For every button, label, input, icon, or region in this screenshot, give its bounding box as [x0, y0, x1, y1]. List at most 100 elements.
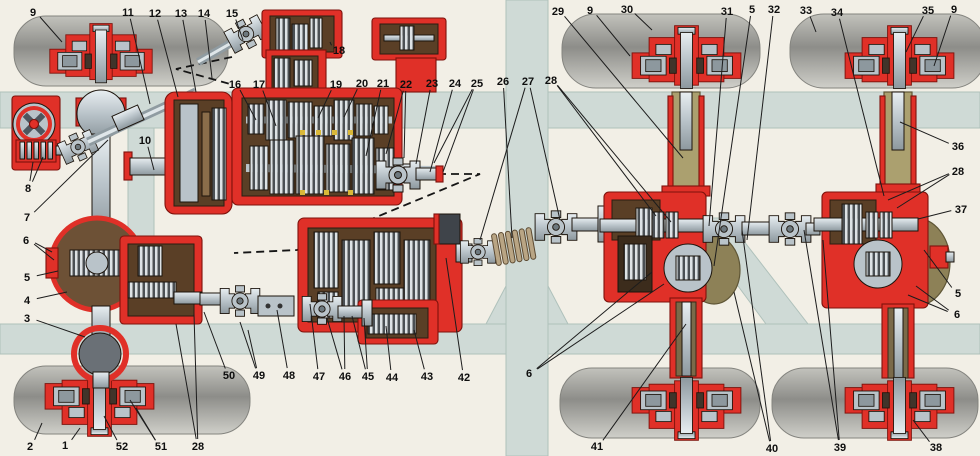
callout-33-25: 33: [800, 5, 812, 17]
callout-leader-34-26: [839, 18, 885, 197]
halfshaft-middle-top: [679, 91, 693, 151]
callout-35-27: 35: [922, 5, 934, 17]
callout-leader-8-34: [31, 156, 44, 182]
callout-leader-50-46: [203, 311, 226, 369]
callout-leader-21-11: [365, 89, 382, 157]
middle-axle-bearing-1: [651, 211, 665, 239]
callout-leader-28-18: [557, 84, 672, 223]
transfer-case: [297, 213, 473, 345]
callout-20-10: 20: [356, 78, 368, 90]
parking-brake-flange: [433, 213, 440, 245]
callout-leader-6-36: [33, 243, 55, 261]
callout-leader-10-40: [147, 146, 155, 171]
callout-5-32: 5: [955, 288, 961, 300]
inter-axle-shaft: [741, 221, 773, 236]
callout-leader-2-41: [34, 422, 43, 441]
callout-leader-20-10: [343, 88, 358, 118]
rear-axle-diff-gears: [865, 251, 891, 277]
axle-stub-front-bottom: [92, 371, 110, 389]
callout-48-48: 48: [283, 370, 295, 382]
front-drive-output-shaft: [173, 291, 203, 305]
parking-brake-drum: [435, 213, 461, 245]
flywheel: [179, 103, 199, 203]
u-joint-inter-axle-2: [768, 212, 812, 246]
front-driveshaft: [199, 285, 373, 327]
slip-joint-hole-2: [277, 303, 283, 309]
callout-27-17: 27: [522, 76, 534, 88]
callout-leader-49-47: [239, 321, 257, 369]
callout-21-11: 21: [377, 78, 389, 90]
callout-leader-6-55: [537, 283, 665, 370]
callout-17-8: 17: [253, 79, 265, 91]
callout-leader-8-34: [29, 161, 34, 182]
callout-leader-35-27: [905, 15, 924, 53]
callout-52-43: 52: [116, 441, 128, 453]
callout-16-7: 16: [229, 79, 241, 91]
callout-9-20: 9: [587, 5, 593, 17]
axle-tube-middle-top-edge-r: [698, 95, 705, 193]
callout-leader-23-13: [415, 89, 431, 165]
rear-axle-bearing-2: [879, 211, 893, 239]
callout-leader-4-38: [36, 291, 68, 300]
callout-leader-30-21: [634, 13, 653, 31]
dashed-guides: [175, 56, 481, 254]
u-joint-middle-axle-input: [534, 210, 578, 244]
callout-leader-19-9: [317, 89, 332, 119]
callout-leader-42-54: [445, 257, 463, 371]
callout-leader-43-53: [413, 329, 425, 370]
callout-23-13: 23: [426, 78, 438, 90]
rear-axle-input-gear: [841, 203, 863, 245]
callout-leader-44-52: [385, 325, 392, 371]
propshaft-axis-dashed-line: [233, 173, 481, 254]
callout-leader-29-19: [564, 15, 684, 159]
callout-leader-28-30: [887, 173, 949, 201]
clutch-housing: [164, 91, 233, 215]
callout-15-5: 15: [226, 8, 238, 20]
halfshaft-rear-bottom: [893, 307, 904, 379]
winch-shaft-slip-joint: [111, 104, 145, 132]
callout-leader-41-56: [602, 323, 687, 441]
front-driveshaft-flange: [361, 299, 373, 327]
front-driveshaft-shaft: [337, 305, 365, 319]
callout-18-6: 18: [333, 45, 345, 57]
callout-leader-18-6: [329, 41, 332, 46]
callout-leader-9-0: [39, 16, 63, 43]
callout-leader-5-37: [36, 270, 59, 277]
middle-axle-vertical-gear: [623, 243, 647, 281]
callout-19-9: 19: [330, 79, 342, 91]
callout-leader-46-50: [326, 317, 343, 370]
flexible-coupling-boot: [491, 227, 537, 266]
callout-5-37: 5: [24, 272, 30, 284]
callout-leader-32-24: [746, 15, 774, 241]
callout-7-35: 7: [24, 212, 30, 224]
front-drive-worm: [137, 245, 163, 277]
callout-leader-6-33: [915, 285, 949, 311]
callout-leader-45-51: [351, 315, 366, 370]
slip-joint: [257, 295, 295, 317]
callout-leader-24-14: [429, 89, 453, 173]
callout-leader-52-43: [103, 415, 118, 441]
callout-41-56: 41: [591, 441, 603, 453]
callout-leader-27-17: [479, 87, 526, 241]
callout-leader-6-33: [907, 294, 948, 312]
callout-40-57: 40: [766, 443, 778, 455]
front-drive-gear: [127, 281, 177, 299]
callout-1-42: 1: [62, 440, 68, 452]
callout-leader-9-20: [596, 14, 631, 57]
winch-shaft-dashed-arrow: [175, 56, 233, 85]
callout-10-40: 10: [139, 135, 151, 147]
callout-28-18: 28: [545, 75, 557, 87]
callout-leader-28-45: [193, 313, 199, 440]
callout-leader-51-44: [135, 407, 156, 441]
slip-joint-hole-1: [265, 303, 271, 309]
axle-tube-rear-top-edge-l: [879, 95, 886, 193]
shift-tower: [371, 17, 447, 93]
callout-47-49: 47: [313, 371, 325, 383]
rear-axle-shaft-end-cap: [929, 245, 949, 269]
callout-leader-28-18: [556, 85, 657, 217]
callout-leader-48-48: [276, 309, 288, 369]
callout-49-47: 49: [253, 370, 265, 382]
callout-2-41: 2: [27, 441, 33, 453]
winch-drum-hub: [28, 118, 40, 130]
